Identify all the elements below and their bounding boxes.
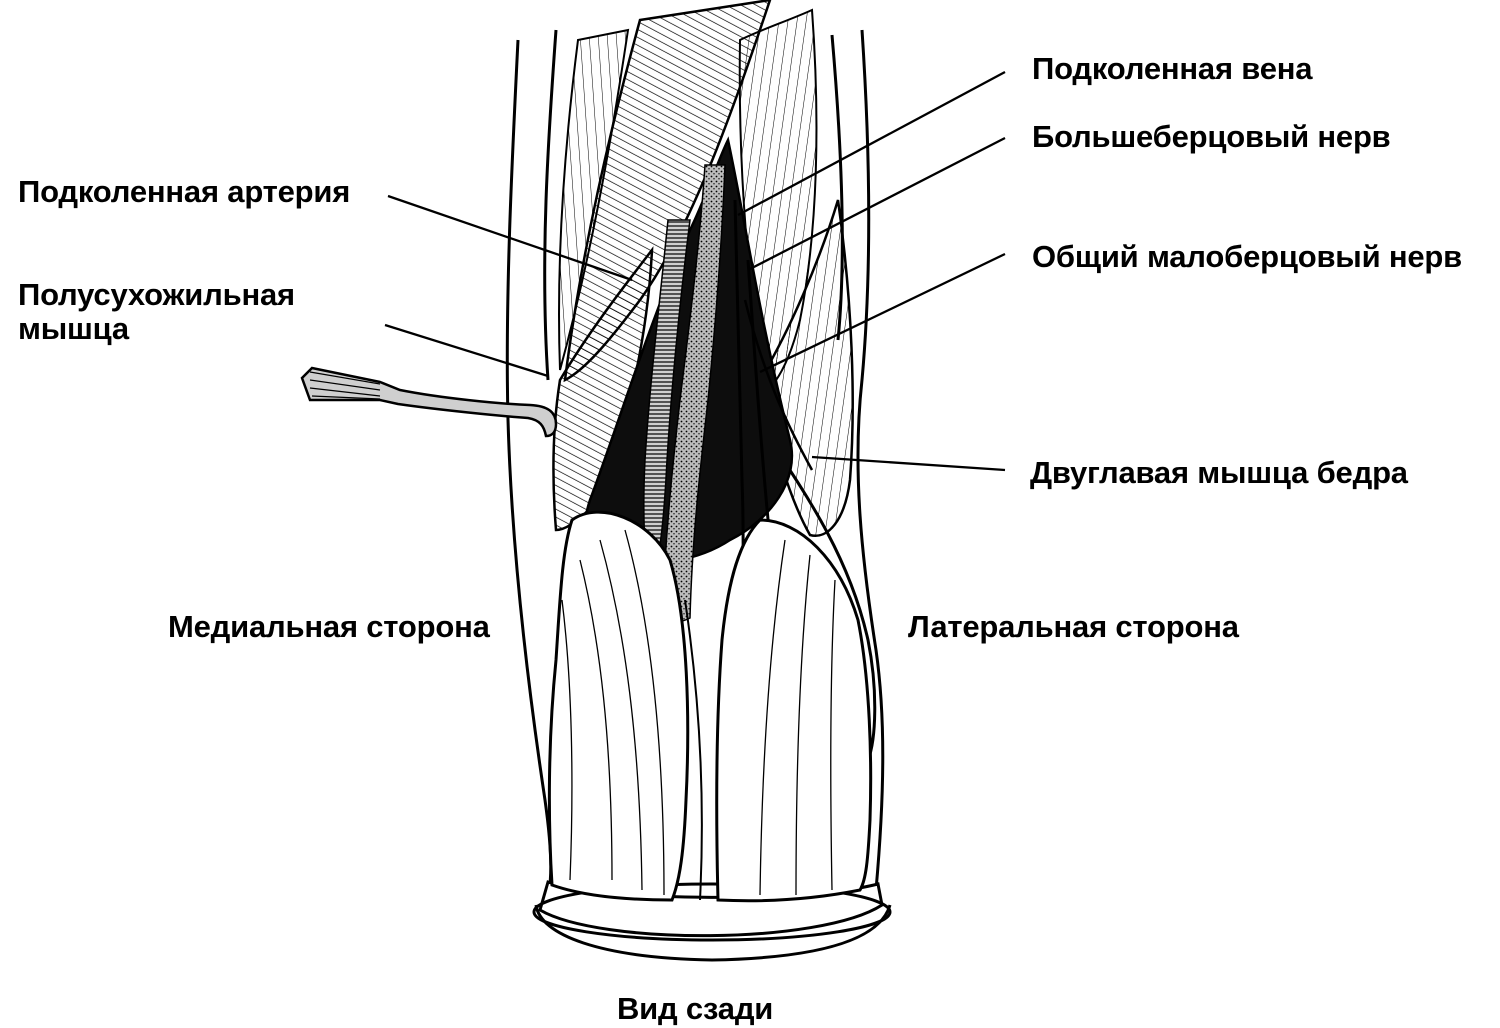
label-common-peroneal-nerve: Общий малоберцовый нерв — [1032, 239, 1463, 274]
retractor-instrument — [300, 366, 558, 438]
leader-popliteal-artery — [387, 194, 633, 282]
label-lateral-side: Латеральная сторона — [908, 609, 1239, 644]
label-semitendinosus-line2: мышца — [18, 311, 129, 346]
label-biceps-femoris: Двуглавая мышца бедра — [1030, 455, 1408, 490]
view-caption: Вид сзади — [617, 991, 774, 1026]
label-semitendinosus-line1: Полусухожильная — [18, 277, 295, 312]
leader-lines — [384, 70, 1006, 472]
leader-common-peroneal-nerve — [759, 252, 1006, 374]
label-popliteal-vein: Подколенная вена — [1032, 51, 1313, 86]
leader-biceps-femoris — [811, 455, 1006, 472]
leader-semitendinosus — [384, 323, 549, 378]
leader-tibial-nerve — [747, 136, 1006, 272]
label-popliteal-artery: Подколенная артерия — [18, 174, 351, 209]
leader-popliteal-vein — [737, 70, 1006, 217]
label-medial-side: Медиальная сторона — [168, 609, 490, 644]
gastrocnemius-muscle — [547, 510, 873, 903]
label-tibial-nerve: Большеберцовый нерв — [1032, 119, 1391, 154]
